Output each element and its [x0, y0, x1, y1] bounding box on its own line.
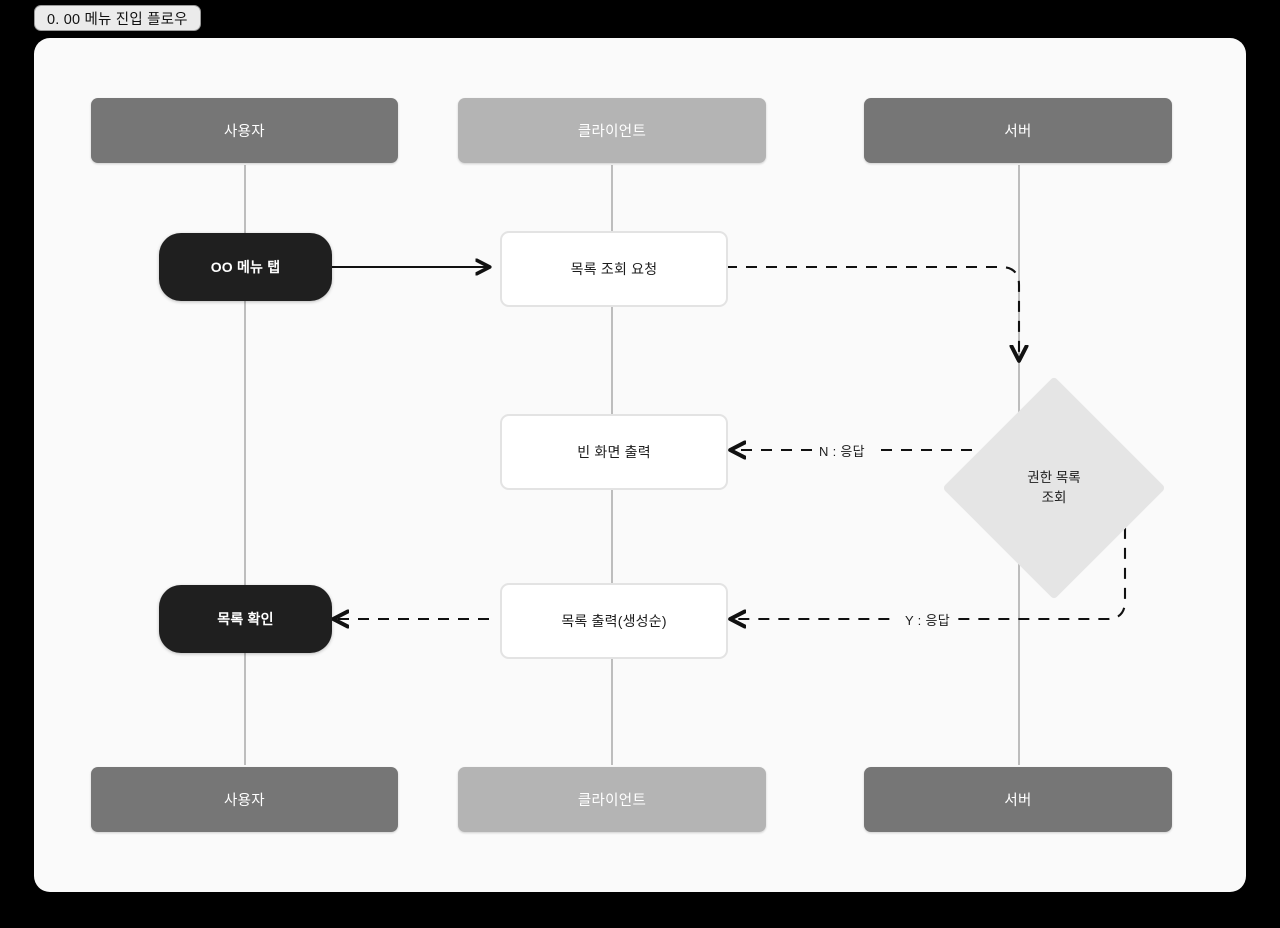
decision-diamond-label: 권한 목록 조회: [975, 409, 1133, 567]
lane-header-server-bottom[interactable]: 서버: [864, 767, 1172, 832]
edge-label-decision-yes: Y : 응답: [898, 610, 957, 629]
lane-header-server-bottom-label: 서버: [1004, 793, 1032, 809]
lane-header-user-top-label: 사용자: [224, 124, 265, 140]
node-list-output-label: 목록 출력(생성순): [561, 613, 667, 629]
node-list-confirm-label: 목록 확인: [217, 611, 274, 627]
edge-request-to-decision: [726, 265, 1019, 360]
lane-header-client-bottom-label: 클라이언트: [577, 793, 647, 809]
diagram-canvas[interactable]: 사용자 클라이언트 서버 OO 메뉴 탭 목록 조회 요청 빈 화면 출력 목록…: [34, 38, 1246, 892]
node-permission-decision[interactable]: 권한 목록 조회: [942, 376, 1166, 600]
node-menu-tap-label: OO 메뉴 탭: [210, 259, 281, 275]
diagram-title-text: 0. 00 메뉴 진입 플로우: [47, 11, 188, 28]
edge-label-decision-no: N : 응답: [812, 441, 872, 460]
decision-label-line1: 권한 목록: [1027, 469, 1081, 485]
node-list-confirm[interactable]: 목록 확인: [159, 585, 332, 653]
node-menu-tap[interactable]: OO 메뉴 탭: [159, 233, 332, 301]
lane-header-user-top[interactable]: 사용자: [91, 98, 398, 163]
node-empty-screen[interactable]: 빈 화면 출력: [500, 414, 728, 490]
node-list-output[interactable]: 목록 출력(생성순): [500, 583, 728, 659]
edge-label-no-text: N : 응답: [819, 444, 865, 459]
diagram-title-tab[interactable]: 0. 00 메뉴 진입 플로우: [34, 5, 201, 31]
lane-header-server-top[interactable]: 서버: [864, 98, 1172, 163]
lifeline-user: [244, 165, 246, 765]
edge-label-yes-text: Y : 응답: [905, 613, 950, 628]
lane-header-client-top[interactable]: 클라이언트: [458, 98, 766, 163]
lane-header-client-top-label: 클라이언트: [577, 124, 647, 140]
lane-header-client-bottom[interactable]: 클라이언트: [458, 767, 766, 832]
decision-label-line2: 조회: [1041, 490, 1067, 505]
lane-header-server-top-label: 서버: [1004, 124, 1032, 140]
lane-header-user-bottom-label: 사용자: [224, 793, 265, 809]
node-list-request[interactable]: 목록 조회 요청: [500, 231, 728, 307]
node-list-request-label: 목록 조회 요청: [570, 261, 658, 277]
lane-header-user-bottom[interactable]: 사용자: [91, 767, 398, 832]
node-empty-screen-label: 빈 화면 출력: [577, 444, 651, 460]
